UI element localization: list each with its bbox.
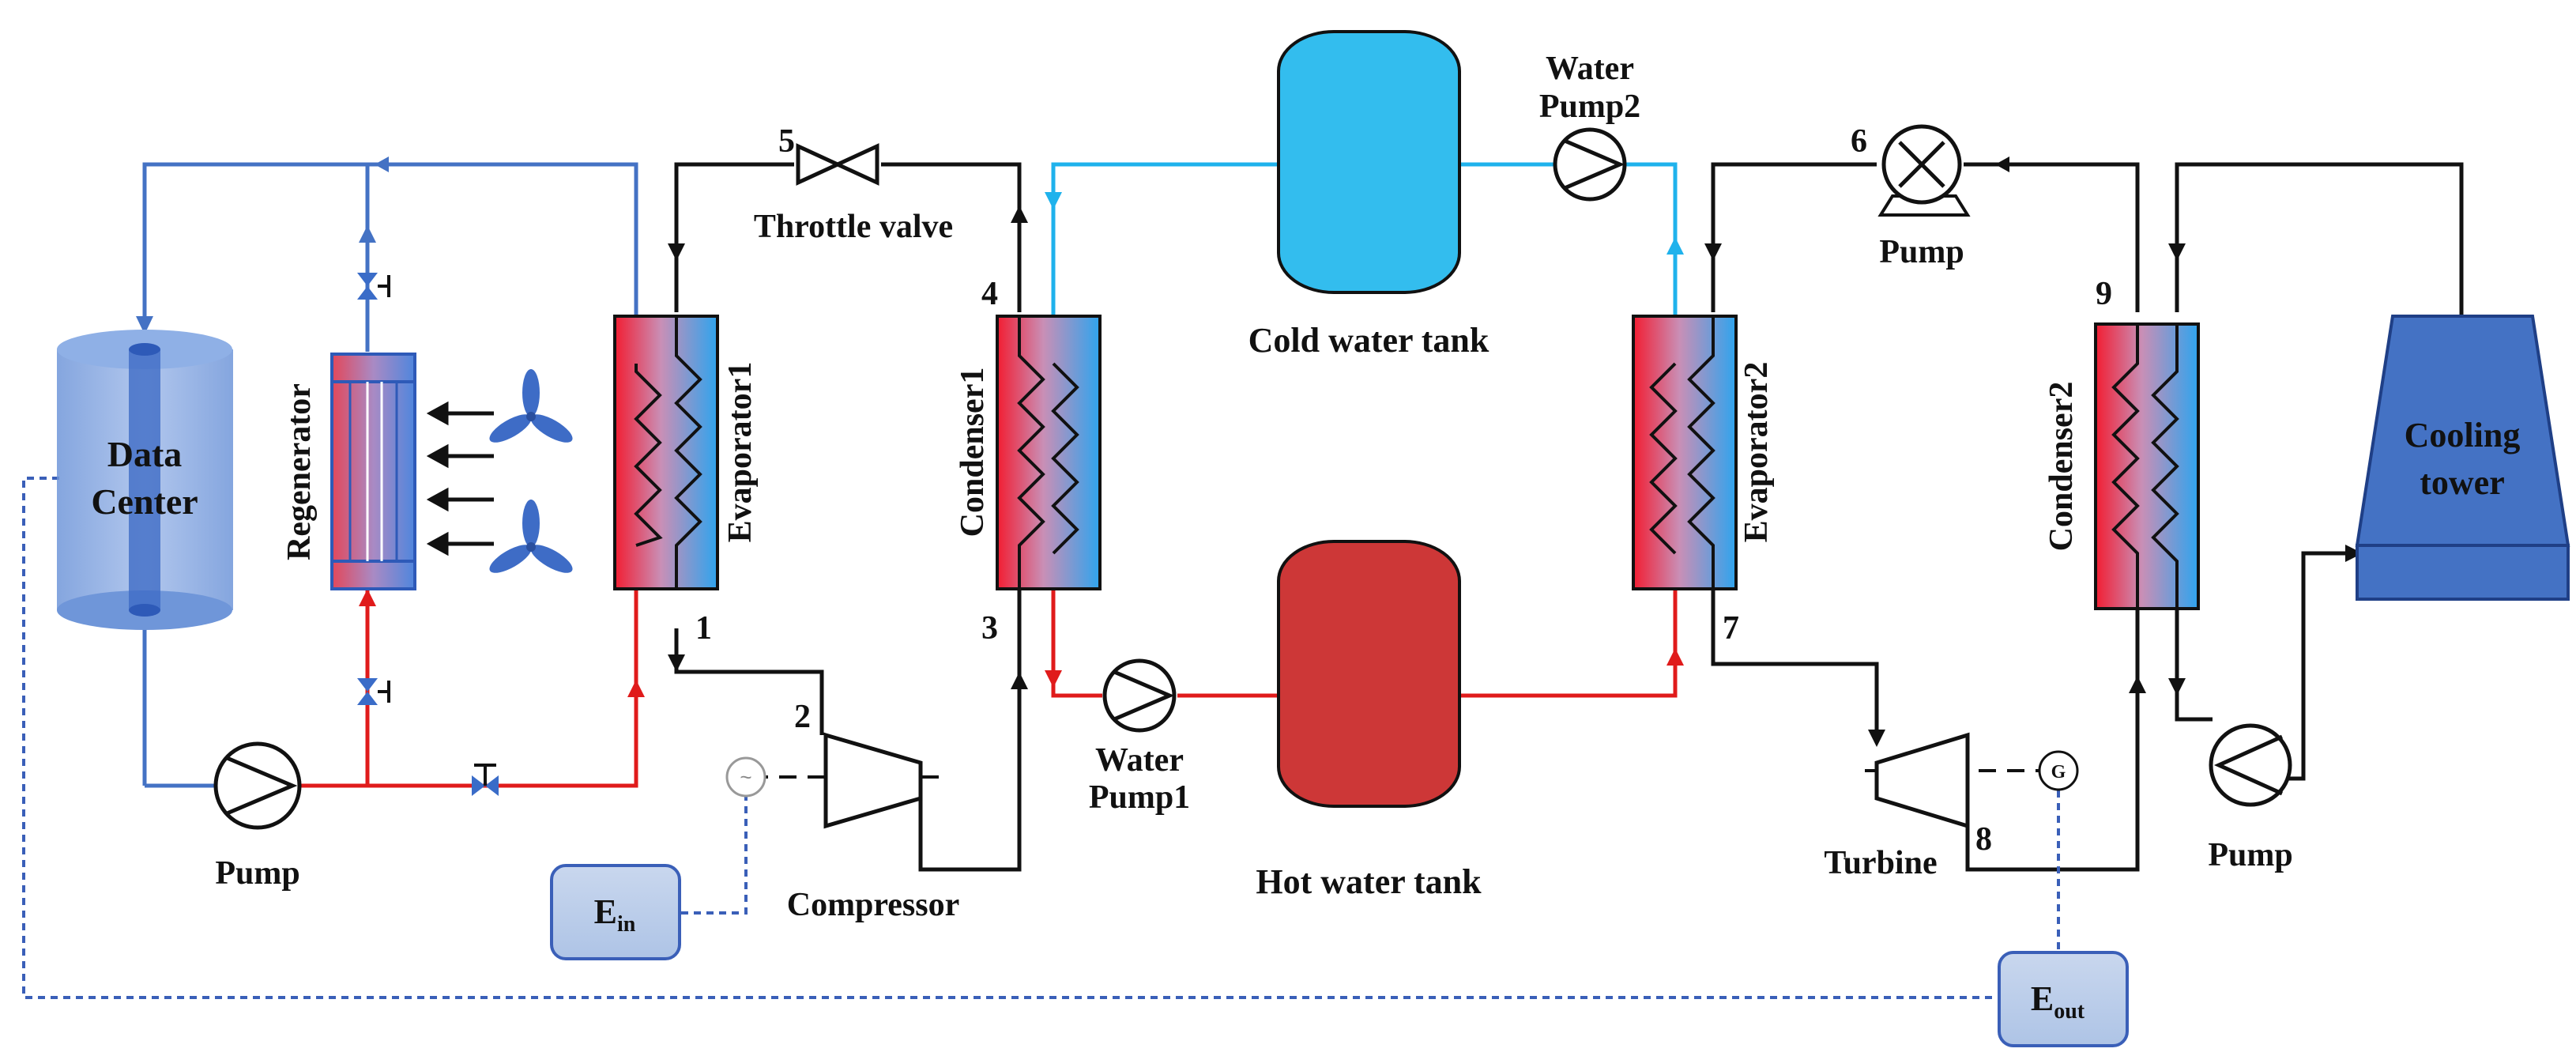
heat-pump-cycle-pipes xyxy=(674,162,1022,872)
water-pump1-label-line2: Pump1 xyxy=(1089,779,1190,816)
state-point-3: 3 xyxy=(981,610,998,647)
regenerator-label: Regenerator xyxy=(281,383,318,560)
state-point-2: 2 xyxy=(794,699,811,735)
evaporator1-heat-exchanger xyxy=(613,315,719,590)
state-point-6: 6 xyxy=(1851,123,1867,160)
regenerator xyxy=(330,353,416,590)
state-point-7: 7 xyxy=(1723,610,1739,647)
throttle-valve[interactable] xyxy=(796,143,879,186)
data-center-label-line1: Data xyxy=(107,434,183,474)
svg-text:Ein: Ein xyxy=(594,892,636,937)
cooling-tower-label-line2: tower xyxy=(2420,463,2505,502)
compressor[interactable] xyxy=(823,732,923,829)
e-out-sub: out xyxy=(2054,999,2085,1024)
motor-symbol: ~ xyxy=(740,765,751,789)
condenser2-heat-exchanger xyxy=(2094,322,2200,610)
condenser2-label: Condenser2 xyxy=(2043,382,2080,552)
e-out-box: Eout xyxy=(1998,951,2129,1047)
e-out-base: E xyxy=(2031,979,2054,1018)
data-center-label-line2: Center xyxy=(91,481,198,522)
fan-icon xyxy=(489,500,573,573)
pump-left-label: Pump xyxy=(215,855,299,892)
state-point-4: 4 xyxy=(981,276,998,312)
water-pump2-label-line2: Pump2 xyxy=(1539,89,1640,125)
motor-icon xyxy=(725,756,766,798)
hot-water-tank-label: Hot water tank xyxy=(1256,862,1482,901)
water-pump1-label-line1: Water xyxy=(1095,742,1184,779)
hot-water-tank xyxy=(1277,540,1461,808)
orc-pump[interactable] xyxy=(1877,124,1971,217)
cooling-tower-pipes xyxy=(2175,162,2464,781)
water-pump2-label-line1: Water xyxy=(1546,51,1634,87)
water-pump2[interactable] xyxy=(1553,127,1627,202)
cold-water-tank-label: Cold water tank xyxy=(1248,321,1489,360)
regenerator-bottom-valve[interactable] xyxy=(357,678,390,705)
cooling-tower-label-line1: Cooling xyxy=(2405,416,2521,454)
condenser1-label: Condenser1 xyxy=(955,368,991,537)
turbine[interactable] xyxy=(1874,732,1970,829)
regenerator-top-valve[interactable] xyxy=(357,273,390,300)
tower-pump[interactable] xyxy=(2209,723,2292,807)
e-in-base: E xyxy=(594,892,617,931)
orc-cycle-pipes xyxy=(1711,162,2140,872)
evaporator2-label: Evaporator2 xyxy=(1738,362,1775,543)
data-center-tank xyxy=(57,330,233,630)
generator-symbol: G xyxy=(2051,762,2066,783)
e-in-sub: in xyxy=(617,912,636,937)
state-point-1: 1 xyxy=(695,610,712,647)
cold-water-tank xyxy=(1277,30,1461,294)
data-center-signal-line xyxy=(22,477,1999,999)
throttle-valve-label: Throttle valve xyxy=(754,209,953,245)
hot-supply-pipe xyxy=(300,589,638,788)
turbine-label: Turbine xyxy=(1824,845,1937,881)
fan-icon xyxy=(489,369,573,443)
svg-text:Eout: Eout xyxy=(2031,979,2085,1024)
water-pump1[interactable] xyxy=(1102,658,1177,733)
condenser1-heat-exchanger xyxy=(996,315,1102,590)
flow-arrows xyxy=(136,157,2363,747)
state-point-9: 9 xyxy=(2096,276,2112,312)
orc-pump-label: Pump xyxy=(1879,234,1964,270)
pump-left[interactable] xyxy=(213,741,302,830)
evaporator2-heat-exchanger xyxy=(1632,315,1738,590)
e-in-signal-line xyxy=(681,790,748,915)
e-in-box: Ein xyxy=(550,864,681,960)
evaporator1-label: Evaporator1 xyxy=(722,362,759,543)
air-flow-arrows xyxy=(426,401,494,556)
hot-water-pipes xyxy=(1051,589,1678,698)
state-point-5: 5 xyxy=(778,123,795,160)
generator-icon[interactable] xyxy=(2038,750,2079,791)
cooling-tower xyxy=(2355,315,2570,601)
state-point-8: 8 xyxy=(1975,821,1992,858)
bypass-valve[interactable] xyxy=(472,764,499,796)
tower-pump-label: Pump xyxy=(2208,837,2292,873)
compressor-label: Compressor xyxy=(787,887,960,923)
